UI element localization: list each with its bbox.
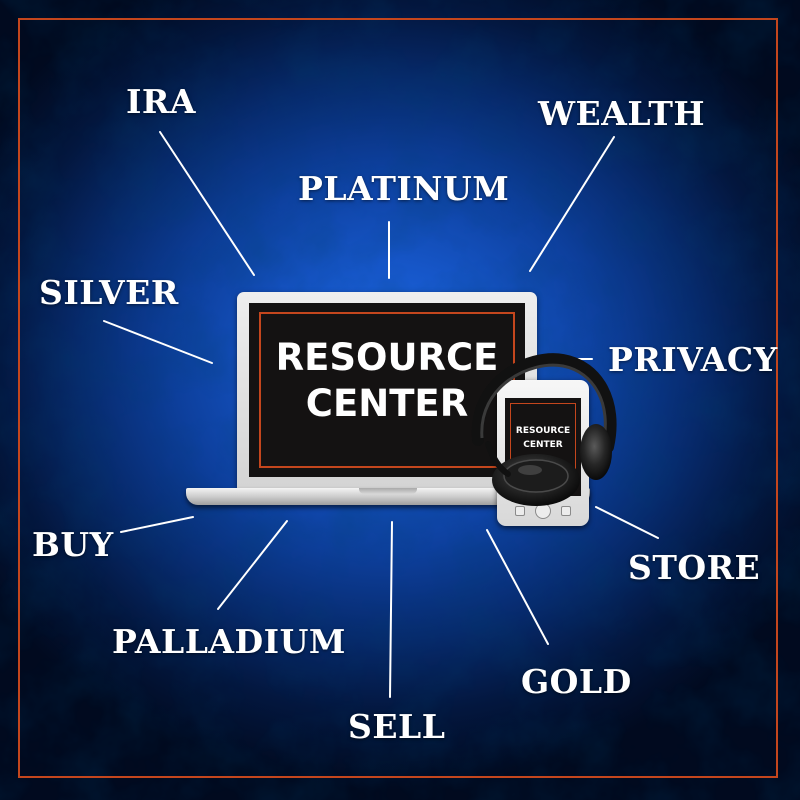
keyword-store: STORE bbox=[628, 548, 761, 587]
keyword-buy: BUY bbox=[32, 525, 114, 564]
keyword-ira: IRA bbox=[126, 82, 196, 121]
connector-store bbox=[595, 506, 659, 539]
laptop-notch bbox=[359, 488, 417, 494]
keyword-silver: SILVER bbox=[39, 273, 179, 312]
connector-ira bbox=[159, 131, 255, 276]
connector-silver bbox=[103, 320, 213, 364]
phone-icon: RESOURCE CENTER bbox=[497, 380, 589, 526]
laptop-screen-title: RESOURCE CENTER bbox=[275, 336, 499, 425]
keyword-wealth: WEALTH bbox=[538, 94, 706, 133]
phone-screen: RESOURCE CENTER bbox=[505, 398, 581, 496]
keyword-palladium: PALLADIUM bbox=[112, 622, 346, 661]
keyword-sell: SELL bbox=[348, 707, 446, 746]
phone-button-home bbox=[535, 503, 551, 519]
phone-screen-title: RESOURCE CENTER bbox=[515, 426, 571, 450]
connector-palladium bbox=[217, 520, 288, 610]
phone-button-left bbox=[515, 506, 525, 516]
phone-button-right bbox=[561, 506, 571, 516]
keyword-platinum: PLATINUM bbox=[298, 169, 510, 208]
connector-sell bbox=[389, 521, 393, 698]
laptop-screen: RESOURCE CENTER bbox=[249, 303, 525, 477]
connector-gold bbox=[486, 529, 549, 645]
connector-buy bbox=[120, 516, 194, 533]
keyword-gold: GOLD bbox=[521, 662, 632, 701]
laptop-icon: RESOURCE CENTER bbox=[237, 292, 537, 488]
keyword-privacy: PRIVACY bbox=[608, 340, 778, 379]
connector-wealth bbox=[529, 136, 615, 272]
laptop-base bbox=[186, 488, 590, 505]
